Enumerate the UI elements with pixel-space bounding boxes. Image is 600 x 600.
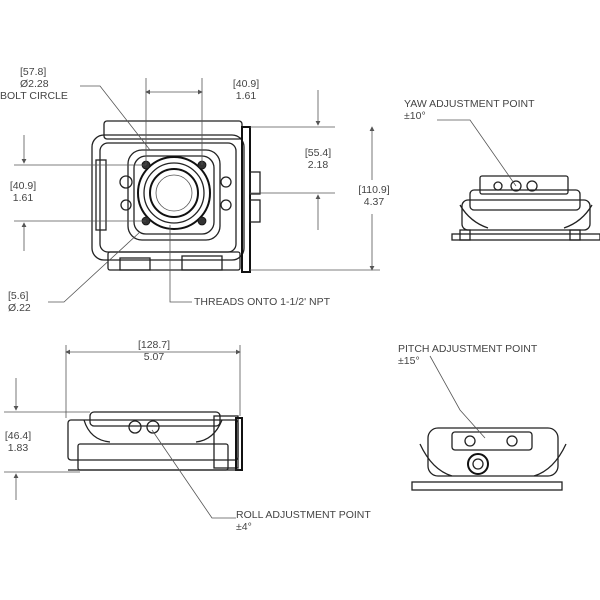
height-mid-metric: [55.4] <box>304 147 332 159</box>
pitch-callout: PITCH ADJUSTMENT POINT ±15° <box>398 343 537 367</box>
roll-label: ROLL ADJUSTMENT POINT <box>236 509 371 521</box>
height-total-metric: [110.9] <box>358 184 390 196</box>
hole-dimension: [5.6] Ø.22 <box>8 290 31 314</box>
hole-imperial: Ø.22 <box>8 302 31 314</box>
hole-metric: [5.6] <box>8 290 29 302</box>
height-left-dimension: [40.9] 1.61 <box>0 180 46 204</box>
side-width-dimension: [128.7] 5.07 <box>126 339 182 363</box>
bolt-circle-metric: [57.8] <box>20 66 47 78</box>
roll-range: ±4° <box>236 521 252 533</box>
side-height-dimension: [46.4] 1.83 <box>0 430 38 454</box>
bolt-circle-imperial: Ø2.28 <box>20 78 49 90</box>
width-top-imperial: 1.61 <box>235 90 257 102</box>
side-width-metric: [128.7] <box>137 339 171 351</box>
width-top-metric: [40.9] <box>232 78 260 90</box>
bolt-circle-label: [57.8] Ø2.28 BOLT CIRCLE <box>0 66 68 102</box>
yaw-callout: YAW ADJUSTMENT POINT ±10° <box>404 98 534 122</box>
height-mid-imperial: 2.18 <box>307 159 329 171</box>
height-mid-dimension: [55.4] 2.18 <box>292 147 344 171</box>
top-view-dimensions <box>14 78 380 303</box>
side-width-imperial: 5.07 <box>143 351 165 363</box>
height-total-dimension: [110.9] 4.37 <box>346 184 402 208</box>
side-height-metric: [46.4] <box>4 430 32 442</box>
threads-callout: THREADS ONTO 1-1/2' NPT <box>194 296 331 308</box>
side-height-imperial: 1.83 <box>7 442 29 454</box>
height-total-imperial: 4.37 <box>363 196 385 208</box>
yaw-range: ±10° <box>404 110 426 122</box>
height-left-metric: [40.9] <box>9 180 37 192</box>
width-top-dimension: [40.9] 1.61 <box>222 78 270 102</box>
pitch-view-drawing <box>411 355 567 491</box>
side-view-dimensions <box>4 345 241 519</box>
yaw-label: YAW ADJUSTMENT POINT <box>404 98 535 110</box>
pitch-label: PITCH ADJUSTMENT POINT <box>398 343 538 355</box>
yaw-view-drawing <box>437 119 600 241</box>
top-view-drawing <box>91 120 261 273</box>
roll-callout: ROLL ADJUSTMENT POINT ±4° <box>236 509 371 533</box>
height-left-imperial: 1.61 <box>12 192 34 204</box>
bolt-circle-caption: BOLT CIRCLE <box>0 90 68 102</box>
side-view-drawing <box>67 411 243 471</box>
pitch-range: ±15° <box>398 355 420 367</box>
